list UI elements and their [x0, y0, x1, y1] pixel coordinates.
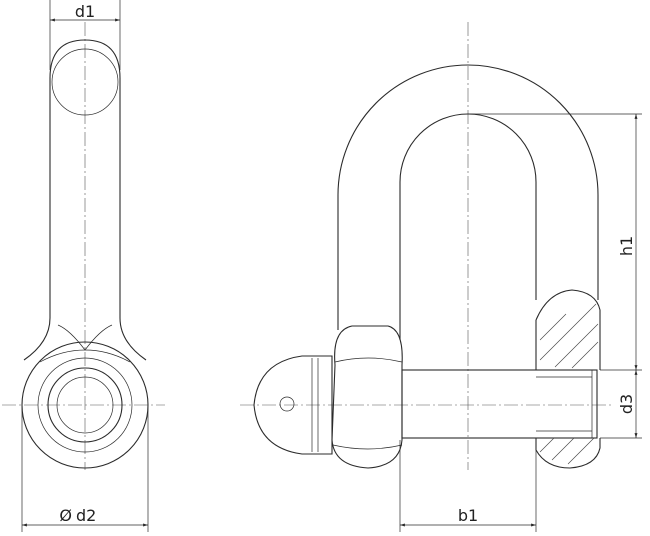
- d1-label: d1: [75, 2, 95, 21]
- front-view-bow-outer: [337, 64, 599, 330]
- front-view-left-eye-contour-top: [334, 357, 403, 363]
- d2-diameter-symbol: Ø: [59, 506, 72, 525]
- front-view-bolt-shaft: [401, 369, 598, 439]
- side-view-bolt-outer: [47, 367, 123, 443]
- side-view: d1 Ø d2: [2, 0, 165, 532]
- front-view-right-eye-top: [535, 289, 601, 370]
- d2-label: d2: [76, 506, 96, 525]
- front-view: h1 d3 b1: [240, 22, 642, 532]
- d3-label: d3: [617, 394, 636, 414]
- side-view-fillet-bottom: [39, 349, 131, 363]
- front-view-left-eye-contour-bottom: [332, 444, 403, 450]
- side-view-rod-left-edge: [23, 78, 51, 361]
- side-view-top-section-circle: [51, 48, 119, 116]
- front-view-bolt-head: [253, 355, 333, 455]
- front-view-bolt-head-hole: [279, 396, 295, 412]
- h1-label: h1: [617, 236, 636, 256]
- front-view-right-eye-bottom: [535, 438, 601, 469]
- b1-label: b1: [458, 506, 478, 525]
- side-view-eye-middle: [37, 357, 133, 453]
- front-view-section-hatching: [539, 303, 599, 465]
- side-view-bolt-inner: [56, 376, 114, 434]
- side-view-rod-right-edge: [49, 39, 147, 361]
